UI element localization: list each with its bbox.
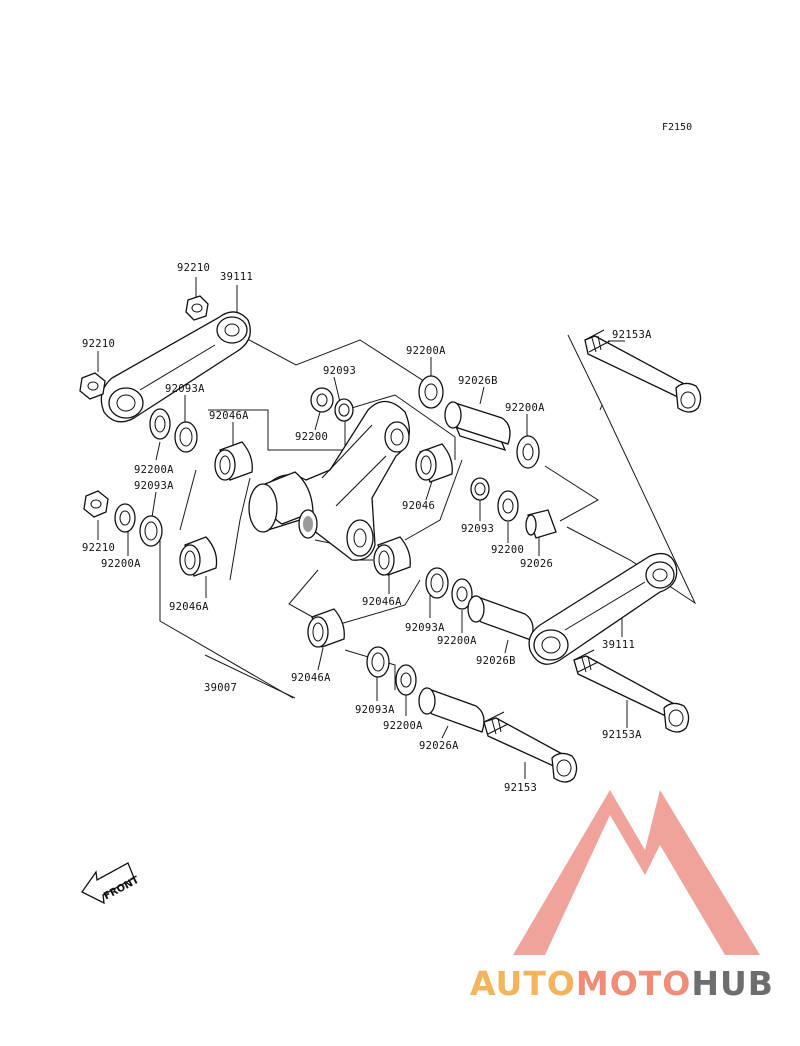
- label-92093a-2: 92093A: [134, 480, 174, 492]
- watermark-auto: AUTO: [470, 964, 576, 1003]
- collar-92026: [525, 509, 557, 539]
- label-92200a-1: 92200A: [134, 464, 174, 476]
- label-92026b-1: 92026B: [458, 375, 498, 387]
- watermark-inner-triangle-icon: [575, 862, 650, 925]
- watermark-hub: HUB: [691, 964, 774, 1003]
- label-39111-right: 39111: [602, 639, 635, 651]
- seal-92093-right: [470, 477, 490, 501]
- washer-92200a-left-b: [114, 503, 136, 533]
- bolt-92153a-top: [584, 329, 702, 413]
- washer-92200a-lower: [395, 664, 417, 696]
- washer-92200-top: [310, 387, 334, 413]
- svg-text:AUTOMOTOHUB: AUTOMOTOHUB: [470, 964, 774, 1003]
- label-92153: 92153: [504, 782, 537, 794]
- label-92210-top: 92210: [177, 262, 210, 274]
- label-92200-1: 92200: [295, 431, 328, 443]
- label-39111-top: 39111: [220, 271, 253, 283]
- nut-92210-top: [185, 295, 209, 321]
- label-92210-mid: 92210: [82, 542, 115, 554]
- rocker-arm-39007: [248, 400, 411, 561]
- needle-bearing-92046a-center: [373, 536, 411, 576]
- label-92093a-1: 92093A: [165, 383, 205, 395]
- label-92200-2: 92200: [491, 544, 524, 556]
- label-92153a-top: 92153A: [612, 329, 652, 341]
- label-92046a-4: 92046A: [291, 672, 331, 684]
- label-92026b-2: 92026B: [476, 655, 516, 667]
- seal-92093-top: [334, 398, 354, 422]
- label-92046a-3: 92046A: [362, 596, 402, 608]
- seal-92093a-center: [425, 567, 449, 599]
- washer-92200a-left-a: [149, 408, 171, 440]
- label-92210-left: 92210: [82, 338, 115, 350]
- label-92093-2: 92093: [461, 523, 494, 535]
- watermark-wordmark: AUTOMOTOHUB: [470, 964, 774, 1003]
- nut-92210-mid: [83, 490, 109, 518]
- seal-92093a-lower: [366, 646, 390, 678]
- washer-92200a-center: [451, 578, 473, 610]
- label-92200a-4: 92200A: [505, 402, 545, 414]
- label-92093: 92093: [323, 365, 356, 377]
- nut-92210-left: [79, 372, 106, 400]
- sleeve-92026a: [418, 687, 485, 733]
- figure-code: F2150: [662, 122, 692, 133]
- sleeve-92026b-lower: [467, 595, 534, 641]
- label-92200a-5: 92200A: [437, 635, 477, 647]
- watermark-logo: [513, 790, 760, 955]
- label-92200a-6: 92200A: [383, 720, 423, 732]
- bolt-92153a-bottom: [573, 649, 690, 733]
- seal-92093a-left-a: [174, 421, 198, 453]
- part-number-labels: 92210 39111 92210 92093A 92046A 92200A 9…: [82, 262, 652, 794]
- label-92026: 92026: [520, 558, 553, 570]
- label-92046a-2: 92046A: [169, 601, 209, 613]
- leader-lines: [97, 277, 697, 779]
- label-92153a-bottom: 92153A: [602, 729, 642, 741]
- label-92093a-4: 92093A: [355, 704, 395, 716]
- needle-bearing-92046a-left-b: [179, 536, 218, 577]
- washer-92200-right: [497, 490, 519, 522]
- label-92026a: 92026A: [419, 740, 459, 752]
- seal-92093a-left-b: [139, 515, 163, 547]
- tie-rod-upper: [100, 311, 251, 423]
- watermark-triangle-icon: [513, 790, 760, 955]
- watermark-moto: MOTO: [576, 964, 691, 1003]
- label-92200a-2: 92200A: [101, 558, 141, 570]
- needle-bearing-92046a-lower: [307, 608, 345, 648]
- tie-rod-lower: [528, 552, 678, 665]
- bolt-92153: [483, 711, 578, 783]
- label-92046: 92046: [402, 500, 435, 512]
- label-92093a-3: 92093A: [405, 622, 445, 634]
- front-direction-arrow: FRONT: [81, 862, 141, 905]
- needle-bearing-92046: [415, 443, 453, 483]
- sleeve-92026b-top: [444, 401, 511, 452]
- washer-92200a-top: [418, 375, 444, 409]
- label-92200a-3: 92200A: [406, 345, 446, 357]
- label-92046a-1: 92046A: [209, 410, 249, 422]
- needle-bearing-92046a-left-a: [214, 441, 253, 481]
- label-39007: 39007: [204, 682, 237, 694]
- washer-92200a-right-top: [516, 435, 540, 469]
